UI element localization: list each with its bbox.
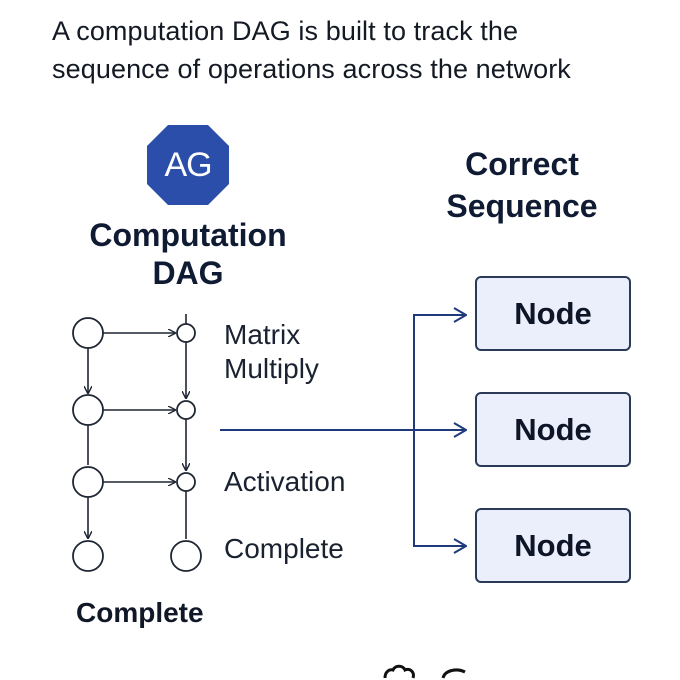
graph-node-right-1	[176, 323, 196, 343]
step-matrix-multiply: Matrix Multiply	[224, 318, 319, 386]
step-matrix-line-2: Multiply	[224, 353, 319, 384]
cloud-icon	[383, 664, 466, 679]
graph-node-right-4	[170, 540, 202, 572]
diagram-caption: A computation DAG is built to track the …	[52, 12, 652, 88]
sequence-title-line-1: Correct	[465, 146, 579, 182]
caption-line-2: sequence of operations across the networ…	[52, 54, 571, 84]
dag-title-line-2: DAG	[152, 255, 224, 291]
sequence-node-2: Node	[475, 392, 631, 467]
sequence-node-1: Node	[475, 276, 631, 351]
graph-node-right-2	[176, 400, 196, 420]
ag-badge-text: AG	[164, 146, 212, 184]
ag-badge-icon: AG	[146, 124, 230, 206]
sequence-title-line-2: Sequence	[446, 188, 598, 224]
graph-node-left-3	[72, 466, 104, 498]
graph-node-left-4	[72, 540, 104, 572]
left-column	[72, 317, 104, 572]
graph-node-left-2	[72, 394, 104, 426]
cross-edges	[103, 333, 175, 482]
correct-sequence-title: Correct Sequence	[412, 143, 632, 227]
graph-node-left-1	[72, 317, 104, 349]
dag-title-line-1: Computation	[89, 217, 287, 253]
sequence-connector	[220, 315, 466, 546]
graph-node-right-3	[176, 472, 196, 492]
step-matrix-line-1: Matrix	[224, 319, 301, 350]
step-activation: Activation	[224, 466, 346, 497]
bottom-complete-label: Complete	[76, 597, 204, 628]
right-column	[170, 314, 202, 572]
computation-dag-title: Computation DAG	[60, 216, 316, 292]
step-complete: Complete	[224, 533, 344, 564]
caption-line-1: A computation DAG is built to track the	[52, 16, 519, 46]
sequence-node-3: Node	[475, 508, 631, 583]
